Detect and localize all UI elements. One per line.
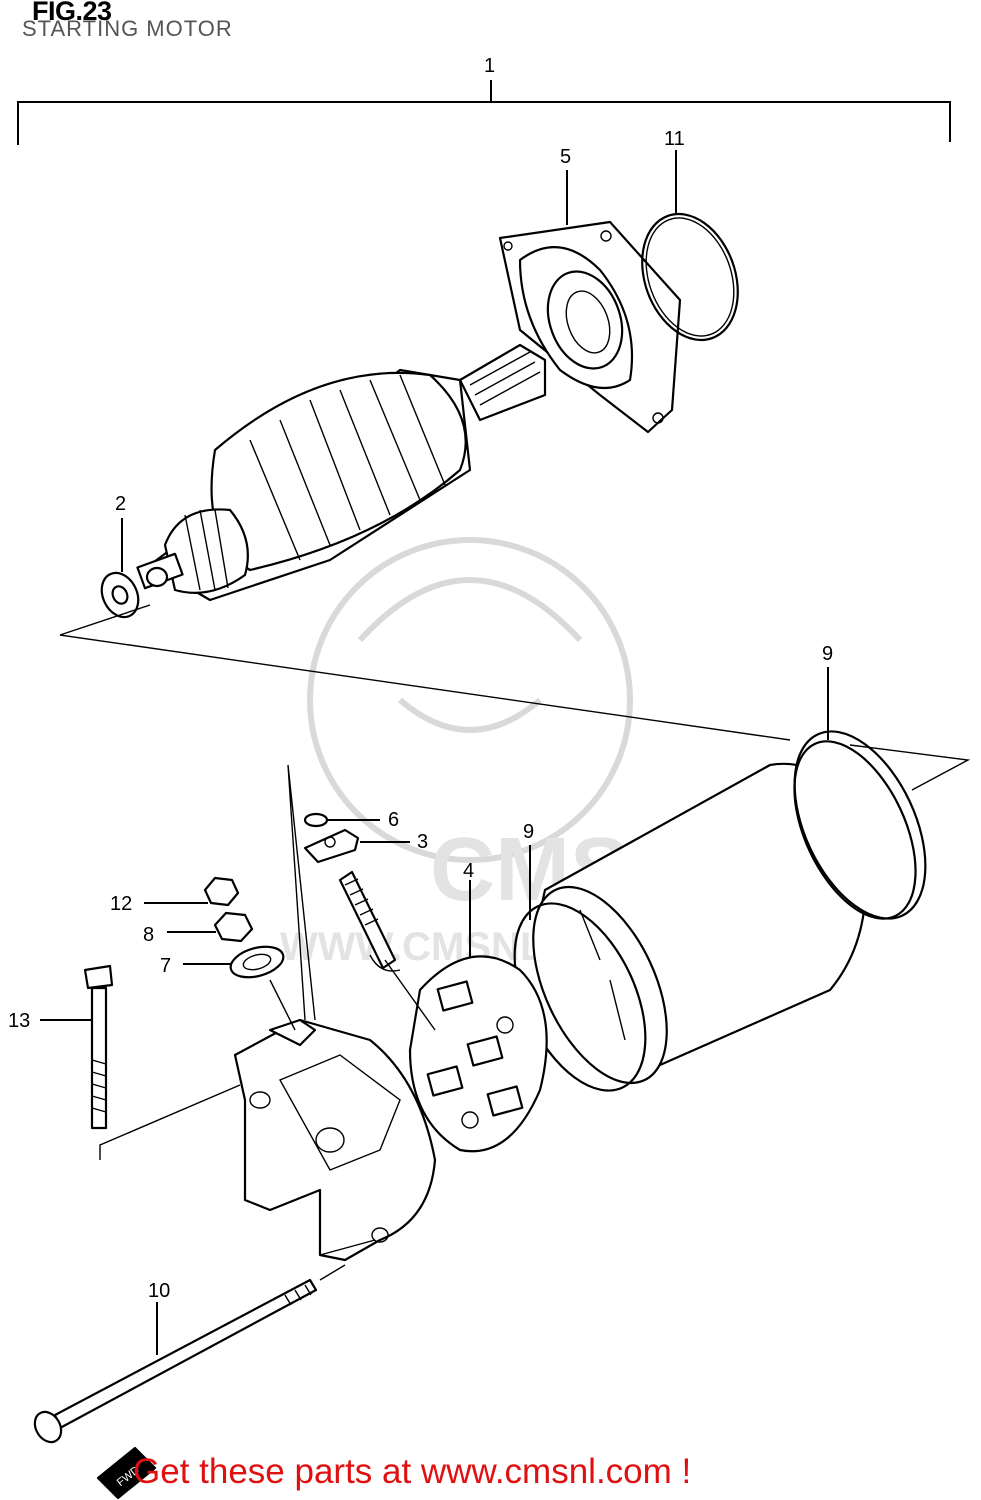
- callout-13: 13: [8, 1010, 30, 1032]
- washer-2: [100, 571, 140, 619]
- figure-subtitle: STARTING MOTOR: [22, 16, 233, 41]
- rear-housing: [233, 1018, 437, 1262]
- front-housing-5: [498, 220, 682, 434]
- callout-11: 11: [664, 128, 685, 150]
- nut-12: [203, 876, 240, 907]
- callout-12: 12: [110, 893, 132, 915]
- callout-7: 7: [160, 955, 171, 977]
- o-ring-9-front: [793, 730, 927, 920]
- callout-3: 3: [417, 831, 428, 853]
- brush-holder-4: [408, 955, 548, 1153]
- callout-9-rear: 9: [523, 821, 534, 843]
- callout-8: 8: [143, 924, 154, 946]
- callout-1: 1: [484, 55, 495, 77]
- leader-lines: [40, 150, 829, 1355]
- bolt-13: [83, 964, 114, 1130]
- seal-7: [229, 945, 285, 979]
- o-ring-11-inner: [645, 217, 735, 337]
- callout-4: 4: [463, 860, 474, 882]
- alignment-line-top: [59, 604, 971, 791]
- armature: [136, 343, 547, 602]
- callout-9-front: 9: [822, 643, 833, 665]
- through-bolt-10: [33, 1278, 318, 1444]
- assembly-bracket: [17, 80, 951, 145]
- figure-title: FIG.23: [32, 0, 112, 26]
- parts-link-banner[interactable]: Get these parts at www.cmsnl.com !: [133, 1452, 692, 1491]
- yoke-case: [532, 740, 917, 1085]
- callout-5: 5: [560, 146, 571, 168]
- o-ring-11: [641, 212, 739, 342]
- o-ring-6: [303, 812, 329, 828]
- plate-3: [303, 828, 360, 864]
- callout-6: 6: [388, 809, 399, 831]
- callouts: 1 2 3 4 5 6 7 8 9 9 10 11 12 13: [8, 55, 833, 1302]
- guide-lines-bottom: [99, 764, 376, 1281]
- nut-8: [213, 911, 254, 943]
- callout-10: 10: [148, 1280, 170, 1302]
- callout-2: 2: [115, 493, 126, 515]
- terminal-bolt: [338, 870, 436, 1031]
